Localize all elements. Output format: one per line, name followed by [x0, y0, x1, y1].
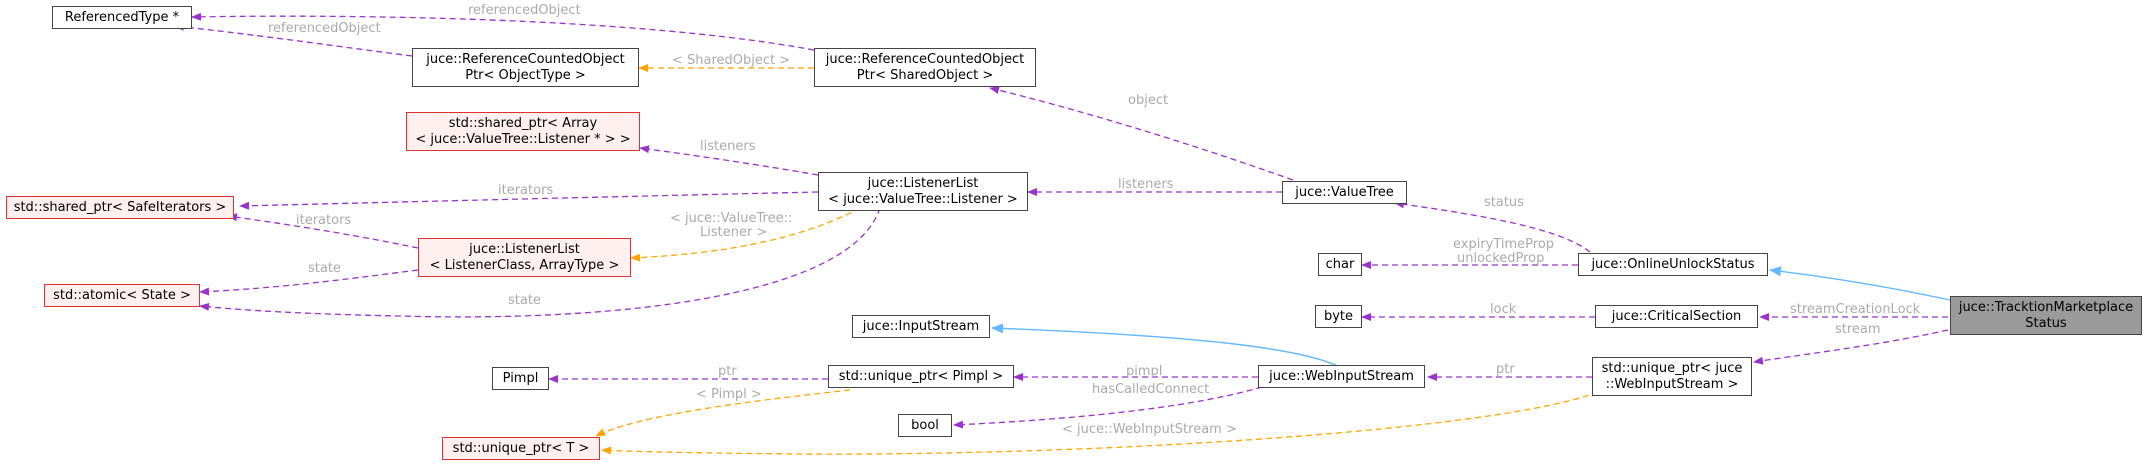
node-label-line: std::unique_ptr< Pimpl >: [838, 368, 1004, 384]
edge-tracktion-inherits-onlineunlock: [1769, 266, 1951, 301]
node-atomic-state[interactable]: std::atomic< State >: [44, 284, 200, 307]
edge-uniqueptrweb-tmpl-uniqueptrt: [601, 391, 1599, 455]
edge-label-ptr-web: ptr: [1496, 362, 1515, 377]
edge-label-stream-creation-lock: streamCreationLock: [1790, 302, 1921, 317]
edge-label-listeners-array: listeners: [700, 139, 756, 154]
edge-label-referenced-object-left: referencedObject: [268, 21, 381, 36]
node-label-line: juce::ValueTree: [1295, 184, 1394, 200]
node-bool[interactable]: bool: [898, 414, 952, 437]
edge-label-vt-listener-template-1: < juce::ValueTree::: [670, 211, 792, 226]
node-valuetree[interactable]: juce::ValueTree: [1282, 181, 1407, 204]
node-label-line: byte: [1323, 308, 1354, 324]
node-label-line: ::WebInputStream >: [1605, 376, 1739, 392]
edge-label-ptr-pimpl: ptr: [718, 364, 737, 379]
edge-label-status: status: [1484, 195, 1524, 210]
edge-rcoobjecttype-to-referencedtype: [174, 22, 413, 57]
edge-label-stream: stream: [1835, 322, 1881, 337]
node-unique-ptr-t[interactable]: std::unique_ptr< T >: [442, 437, 600, 460]
edge-listenerlistgeneric-to-sharedptrsafeiter: [227, 213, 419, 249]
edge-listenerlistvt-to-atomicstate: [199, 207, 881, 318]
edge-valuetree-to-rcosharedobject: [989, 86, 1294, 181]
node-unique-ptr-webinputstream[interactable]: std::unique_ptr< juce ::WebInputStream >: [1592, 357, 1752, 396]
node-label-line: std::shared_ptr< SafeIterators >: [13, 199, 227, 215]
node-unique-ptr-pimpl[interactable]: std::unique_ptr< Pimpl >: [828, 365, 1014, 388]
edge-listenerlistvt-to-sharedptrarray: [639, 145, 819, 176]
node-online-unlock-status[interactable]: juce::OnlineUnlockStatus: [1578, 253, 1768, 276]
node-label-line: juce::ListenerList: [469, 241, 580, 257]
edge-tracktion-to-uniqueptrweb: [1753, 329, 1949, 365]
node-label-line: std::unique_ptr< juce: [1601, 360, 1743, 376]
edge-label-object: object: [1128, 93, 1168, 108]
edge-webinputstream-inherits-inputstream: [991, 323, 1341, 368]
node-rco-ptr-sharedobject[interactable]: juce::ReferenceCountedObject Ptr< Shared…: [814, 48, 1036, 87]
node-byte[interactable]: byte: [1315, 305, 1362, 328]
node-listenerlist-valuetree-listener[interactable]: juce::ListenerList < juce::ValueTree::Li…: [818, 172, 1028, 211]
node-referenced-type[interactable]: ReferencedType *: [52, 6, 192, 29]
edge-uniqueptrpimpl-tmpl-uniqueptrt: [595, 389, 851, 437]
edge-label-has-called-connect: hasCalledConnect: [1092, 382, 1209, 397]
node-label-line: ReferencedType *: [64, 9, 180, 25]
edge-label-expiry-time-prop: expiryTimeProp: [1453, 237, 1554, 252]
node-label-line: juce::CriticalSection: [1611, 308, 1742, 324]
edge-webinputstream-to-bool: [953, 386, 1263, 429]
edge-label-referenced-object-top: referencedObject: [468, 3, 581, 18]
edge-label-iterators-left: iterators: [296, 213, 351, 228]
node-pimpl[interactable]: Pimpl: [492, 367, 549, 390]
node-label-line: Status: [2025, 315, 2067, 331]
node-critical-section[interactable]: juce::CriticalSection: [1595, 305, 1758, 328]
edge-label-web-template: < juce::WebInputStream >: [1062, 422, 1237, 437]
node-label-line: juce::ReferenceCountedObject: [825, 51, 1025, 67]
edge-label-state-left: state: [308, 261, 341, 276]
node-tracktion-marketplace-status[interactable]: juce::TracktionMarketplace Status: [1950, 296, 2142, 335]
edge-label-shared-object-template: < SharedObject >: [672, 53, 790, 68]
node-label-line: Pimpl: [502, 370, 539, 386]
edge-label-listeners-vt: listeners: [1118, 177, 1174, 192]
node-webinputstream[interactable]: juce::WebInputStream: [1258, 365, 1425, 388]
node-label-line: Ptr< ObjectType >: [465, 67, 586, 83]
node-label-line: std::shared_ptr< Array: [448, 115, 598, 131]
edge-label-lock: lock: [1490, 302, 1517, 317]
node-label-line: juce::ReferenceCountedObject: [426, 51, 625, 67]
edge-listenerlistvt-to-sharedptrsafeiter: [239, 191, 819, 210]
node-label-line: juce::ListenerList: [867, 175, 979, 191]
node-label-line: juce::InputStream: [862, 318, 980, 334]
node-label-line: juce::OnlineUnlockStatus: [1591, 256, 1755, 272]
node-label-line: bool: [911, 417, 939, 433]
node-label-line: char: [1325, 256, 1355, 272]
edge-label-pimpl-template: < Pimpl >: [696, 387, 762, 402]
node-label-line: std::atomic< State >: [53, 287, 191, 303]
node-shared-ptr-safeiterators[interactable]: std::shared_ptr< SafeIterators >: [6, 196, 234, 219]
edge-rcosharedobject-to-referencedtype: [191, 12, 815, 51]
edge-onlineunlock-to-valuetree: [1394, 200, 1591, 253]
node-label-line: std::unique_ptr< T >: [452, 440, 590, 456]
edge-listenerlistvt-tmpl-listenerlistgeneric: [630, 207, 861, 262]
edge-label-vt-listener-template-2: Listener >: [700, 225, 767, 240]
edge-label-iterators-top: iterators: [498, 183, 553, 198]
node-label-line: juce::WebInputStream: [1269, 368, 1414, 384]
node-shared-ptr-array[interactable]: std::shared_ptr< Array < juce::ValueTree…: [406, 112, 640, 151]
node-label-line: juce::TracktionMarketplace: [1958, 299, 2134, 315]
node-inputstream[interactable]: juce::InputStream: [852, 315, 990, 338]
edge-label-pimpl-member: pimpl: [1126, 364, 1162, 379]
edge-label-unlocked-prop: unlockedProp: [1457, 251, 1544, 266]
node-label-line: Ptr< SharedObject >: [856, 67, 994, 83]
node-label-line: < juce::ValueTree::Listener >: [828, 191, 1018, 207]
node-char[interactable]: char: [1318, 253, 1362, 276]
node-rco-ptr-objecttype[interactable]: juce::ReferenceCountedObject Ptr< Object…: [412, 48, 639, 87]
node-label-line: < ListenerClass, ArrayType >: [429, 257, 620, 273]
edge-label-state-bottom: state: [508, 293, 541, 308]
edge-listenerlistgeneric-to-atomicstate: [199, 269, 419, 296]
node-listenerlist-generic[interactable]: juce::ListenerList < ListenerClass, Arra…: [418, 238, 631, 277]
node-label-line: < juce::ValueTree::Listener * > >: [415, 131, 631, 147]
